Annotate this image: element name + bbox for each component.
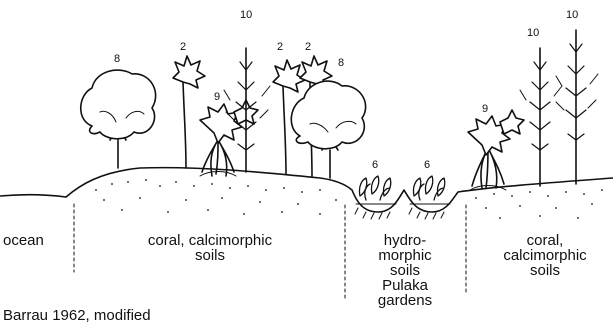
number-breadfruit-left: 8 (114, 54, 120, 65)
number-tree-tall-r2: 10 (566, 10, 578, 21)
label-coral-right-line1: coral, (480, 233, 610, 248)
label-coral-right-line2: calcimorphic (480, 248, 610, 263)
number-palm-c: 2 (305, 42, 311, 53)
credit-text: Barrau 1962, modified (3, 308, 151, 323)
label-coral-left-line1: coral, calcimorphic (110, 233, 310, 248)
pit-hatching-right (409, 208, 444, 219)
number-taro-left: 6 (372, 160, 378, 171)
breadfruit-tree-icon (291, 81, 365, 178)
label-coral-right: coral, calcimorphic soils (480, 233, 610, 278)
number-taro-right: 6 (424, 160, 430, 171)
pandanus-tree-icon (468, 110, 524, 190)
label-pulaka-line1: Pulaka (355, 278, 455, 293)
label-coral-right-line3: soils (480, 263, 610, 278)
tall-tree-icon (520, 48, 562, 186)
label-hydro-line2: morphic (355, 248, 455, 263)
ocean-surface-line (0, 195, 66, 197)
number-breadfruit-right: 8 (338, 58, 344, 69)
pit-hatching-left (355, 208, 390, 219)
number-tree-tall-r1: 10 (527, 28, 539, 39)
number-palm-a: 2 (180, 42, 186, 53)
number-pandanus-right: 9 (482, 104, 488, 115)
coconut-palm-icon (173, 56, 205, 168)
taro-plants-icon (356, 176, 396, 204)
number-tree-tall-left: 10 (240, 10, 252, 21)
number-palm-b: 2 (277, 42, 283, 53)
pandanus-tree-icon (200, 100, 258, 176)
label-hydro-line3: soils (355, 263, 455, 278)
breadfruit-tree-icon (81, 70, 156, 168)
label-coral-left: coral, calcimorphic soils (110, 233, 310, 263)
label-ocean: ocean (3, 233, 44, 248)
label-hydro-line1: hydro- (355, 233, 455, 248)
taro-plants-icon (410, 176, 450, 204)
label-pulaka-line2: gardens (355, 293, 455, 308)
number-pandanus-left: 9 (214, 92, 220, 103)
label-hydromorphic: hydro- morphic soils Pulaka gardens (355, 233, 455, 308)
label-coral-left-line2: soils (110, 248, 310, 263)
tall-tree-icon (556, 30, 598, 184)
ground-surface-line (66, 168, 613, 212)
